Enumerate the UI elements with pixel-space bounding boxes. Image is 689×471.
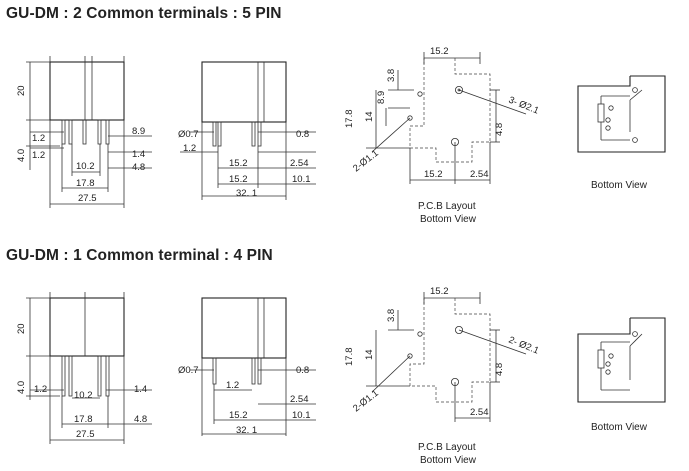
pcb-dim-3-8: 3.8 [386, 69, 397, 82]
dim-1-2: 1.2 [183, 143, 196, 154]
dim-phi-0-7: Ø0.7 [178, 129, 199, 140]
pcb-dim-2-54: 2.54 [470, 169, 489, 180]
pcb-dim-3-8: 3.8 [386, 309, 397, 322]
dim-1-2: 1.2 [226, 380, 239, 391]
pcb-hole-2-phi-1-1: 2-Ø1.1 [351, 148, 381, 175]
pcb-hole-2-phi-1-1: 2-Ø1.1 [351, 388, 381, 415]
dim-phi-0-7: Ø0.7 [178, 365, 199, 376]
pcb-caption-line2: Bottom View [420, 455, 477, 466]
dim-15-2: 15.2 [229, 410, 248, 421]
pcb-caption-line1: P.C.B Layout [418, 442, 476, 453]
pcb-caption-line1: P.C.B Layout [418, 201, 476, 212]
dim-10-2: 10.2 [76, 161, 95, 172]
bottom-view-5pin: Bottom View [577, 75, 666, 191]
dim-4-8: 4.8 [132, 162, 145, 173]
dim-10-1: 10.1 [292, 174, 311, 185]
dim-4-0: 4.0 [16, 381, 27, 394]
dim-32-1: 32. 1 [236, 425, 257, 436]
pcb-dim-17-8: 17.8 [344, 348, 355, 367]
pcb-caption-line2: Bottom View [420, 214, 477, 225]
dim-4-0: 4.0 [16, 149, 27, 162]
dim-27-5: 27.5 [78, 193, 97, 204]
pcb-dim-14: 14 [364, 111, 375, 122]
pcb-dim-2-54: 2.54 [470, 407, 489, 418]
dim-20: 20 [16, 85, 27, 96]
front-view-4pin: Ø0.7 0.8 1.2 2.54 15.2 10.1 32. 1 [178, 297, 316, 436]
dim-0-8: 0.8 [296, 129, 309, 140]
dim-27-5: 27.5 [76, 429, 95, 440]
dim-15-2-b: 15.2 [229, 174, 248, 185]
pcb-layout-4pin: 15.2 3.8 14 17.8 4.8 2- Ø2.1 2-Ø1.1 2.54… [344, 286, 540, 466]
pcb-dim-4-8: 4.8 [494, 123, 505, 136]
bottom-view-4pin: Bottom View [577, 317, 666, 433]
pcb-dim-15-2-top: 15.2 [430, 46, 449, 57]
section-heading-5pin: GU-DM : 2 Common terminals : 5 PIN [6, 5, 282, 22]
section-heading-4pin: GU-DM : 1 Common terminal : 4 PIN [6, 247, 273, 264]
dim-8-9: 8.9 [132, 126, 145, 137]
dim-17-8: 17.8 [74, 414, 93, 425]
dim-1-2: 1.2 [34, 384, 47, 395]
pcb-dim-14: 14 [364, 349, 375, 360]
dim-20: 20 [16, 323, 27, 334]
dim-32-1: 32. 1 [236, 188, 257, 199]
dim-1-4: 1.4 [134, 384, 147, 395]
dim-1-2-b: 1.2 [32, 150, 45, 161]
front-view-5pin: Ø0.7 1.2 0.8 15.2 2.54 15.2 10.1 32. 1 [178, 61, 316, 200]
side-view-5pin: 20 4.0 1.2 1.2 8.9 1.4 4.8 10.2 17.8 27.… [16, 56, 152, 208]
dim-4-8: 4.8 [134, 414, 147, 425]
pcb-dim-15-2-top: 15.2 [430, 286, 449, 297]
dim-2-54: 2.54 [290, 158, 309, 169]
dim-10-1: 10.1 [292, 410, 311, 421]
pcb-dim-8-9: 8.9 [376, 91, 387, 104]
dim-17-8: 17.8 [76, 178, 95, 189]
dim-1-4: 1.4 [132, 149, 145, 160]
pcb-dim-4-8: 4.8 [494, 363, 505, 376]
bottom-view-caption: Bottom View [591, 422, 648, 433]
pcb-dim-17-8: 17.8 [344, 110, 355, 129]
pcb-dim-15-2-bot: 15.2 [424, 169, 443, 180]
bottom-view-caption: Bottom View [591, 180, 648, 191]
dim-0-8: 0.8 [296, 365, 309, 376]
dim-10-2: 10.2 [74, 390, 93, 401]
side-view-4pin: 20 4.0 1.2 10.2 1.4 17.8 4.8 27.5 [16, 292, 152, 444]
dim-1-2-a: 1.2 [32, 133, 45, 144]
pcb-layout-5pin: 15.2 3.8 8.9 14 17.8 4.8 3- Ø2.1 2-Ø1.1 … [344, 46, 540, 225]
dim-2-54: 2.54 [290, 394, 309, 405]
dim-15-2-a: 15.2 [229, 158, 248, 169]
